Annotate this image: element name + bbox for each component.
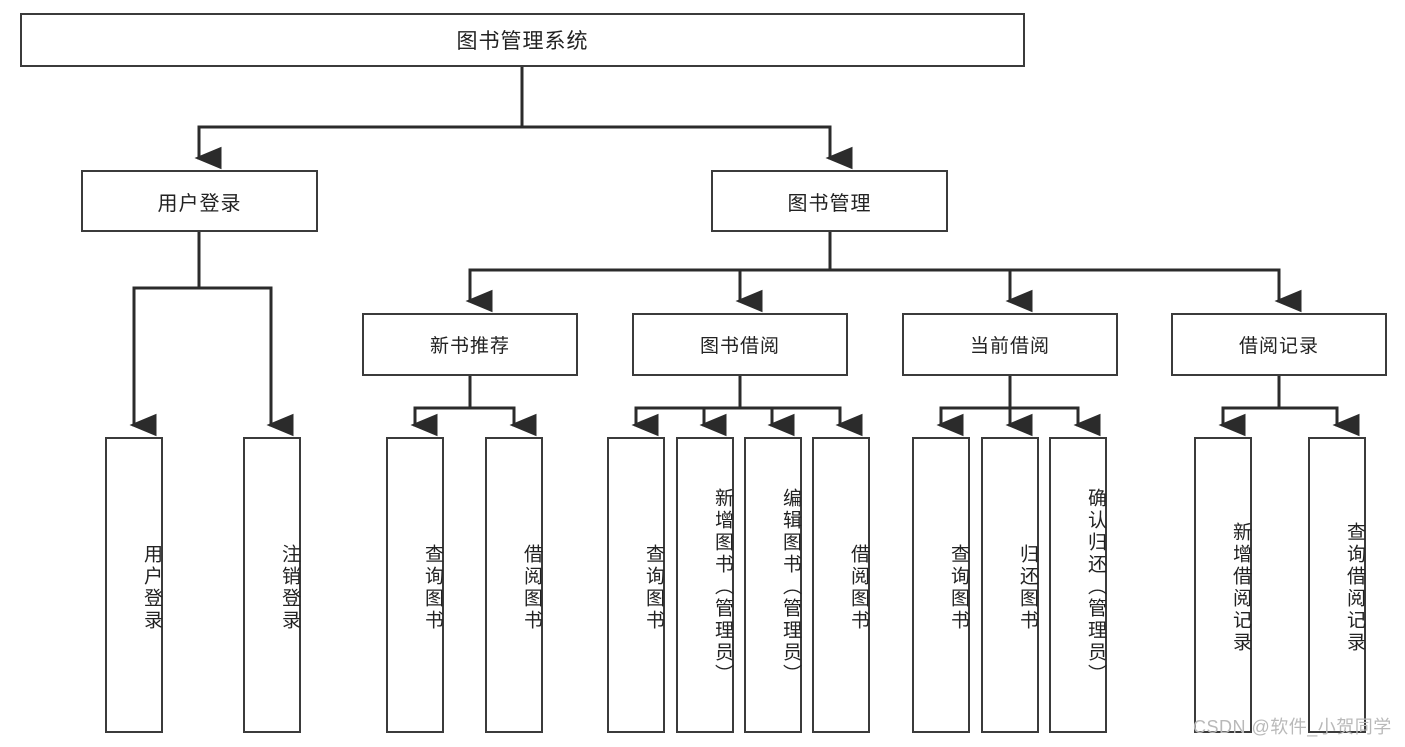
leaf-book-borrow-borrow-book[interactable]: 借阅图书 <box>812 437 870 733</box>
leaf-current-borrow-return-book[interactable]: 归还图书 <box>981 437 1039 733</box>
leaf-borrow-records-query-record[interactable]: 查询借阅记录 <box>1308 437 1366 733</box>
node-borrow-records[interactable]: 借阅记录 <box>1171 313 1387 376</box>
node-book-management[interactable]: 图书管理 <box>711 170 948 232</box>
node-current-borrow[interactable]: 当前借阅 <box>902 313 1118 376</box>
node-user-login[interactable]: 用户登录 <box>81 170 318 232</box>
leaf-user-login-logout[interactable]: 注销登录 <box>243 437 301 733</box>
leaf-borrow-records-add-record[interactable]: 新增借阅记录 <box>1194 437 1252 733</box>
node-root-book-management-system[interactable]: 图书管理系统 <box>20 13 1025 67</box>
leaf-new-book-borrow-book[interactable]: 借阅图书 <box>485 437 543 733</box>
leaf-book-borrow-query-book[interactable]: 查询图书 <box>607 437 665 733</box>
leaf-book-borrow-add-book-admin[interactable]: 新增图书（管理员） <box>676 437 734 733</box>
leaf-new-book-query-book[interactable]: 查询图书 <box>386 437 444 733</box>
leaf-user-login-login[interactable]: 用户登录 <box>105 437 163 733</box>
leaf-current-borrow-confirm-return-admin[interactable]: 确认归还（管理员） <box>1049 437 1107 733</box>
leaf-current-borrow-query-book[interactable]: 查询图书 <box>912 437 970 733</box>
leaf-book-borrow-edit-book-admin[interactable]: 编辑图书（管理员） <box>744 437 802 733</box>
csdn-watermark: CSDN @软件_小贺同学 <box>1193 717 1392 737</box>
node-new-book-recommend[interactable]: 新书推荐 <box>362 313 578 376</box>
node-book-borrow[interactable]: 图书借阅 <box>632 313 848 376</box>
